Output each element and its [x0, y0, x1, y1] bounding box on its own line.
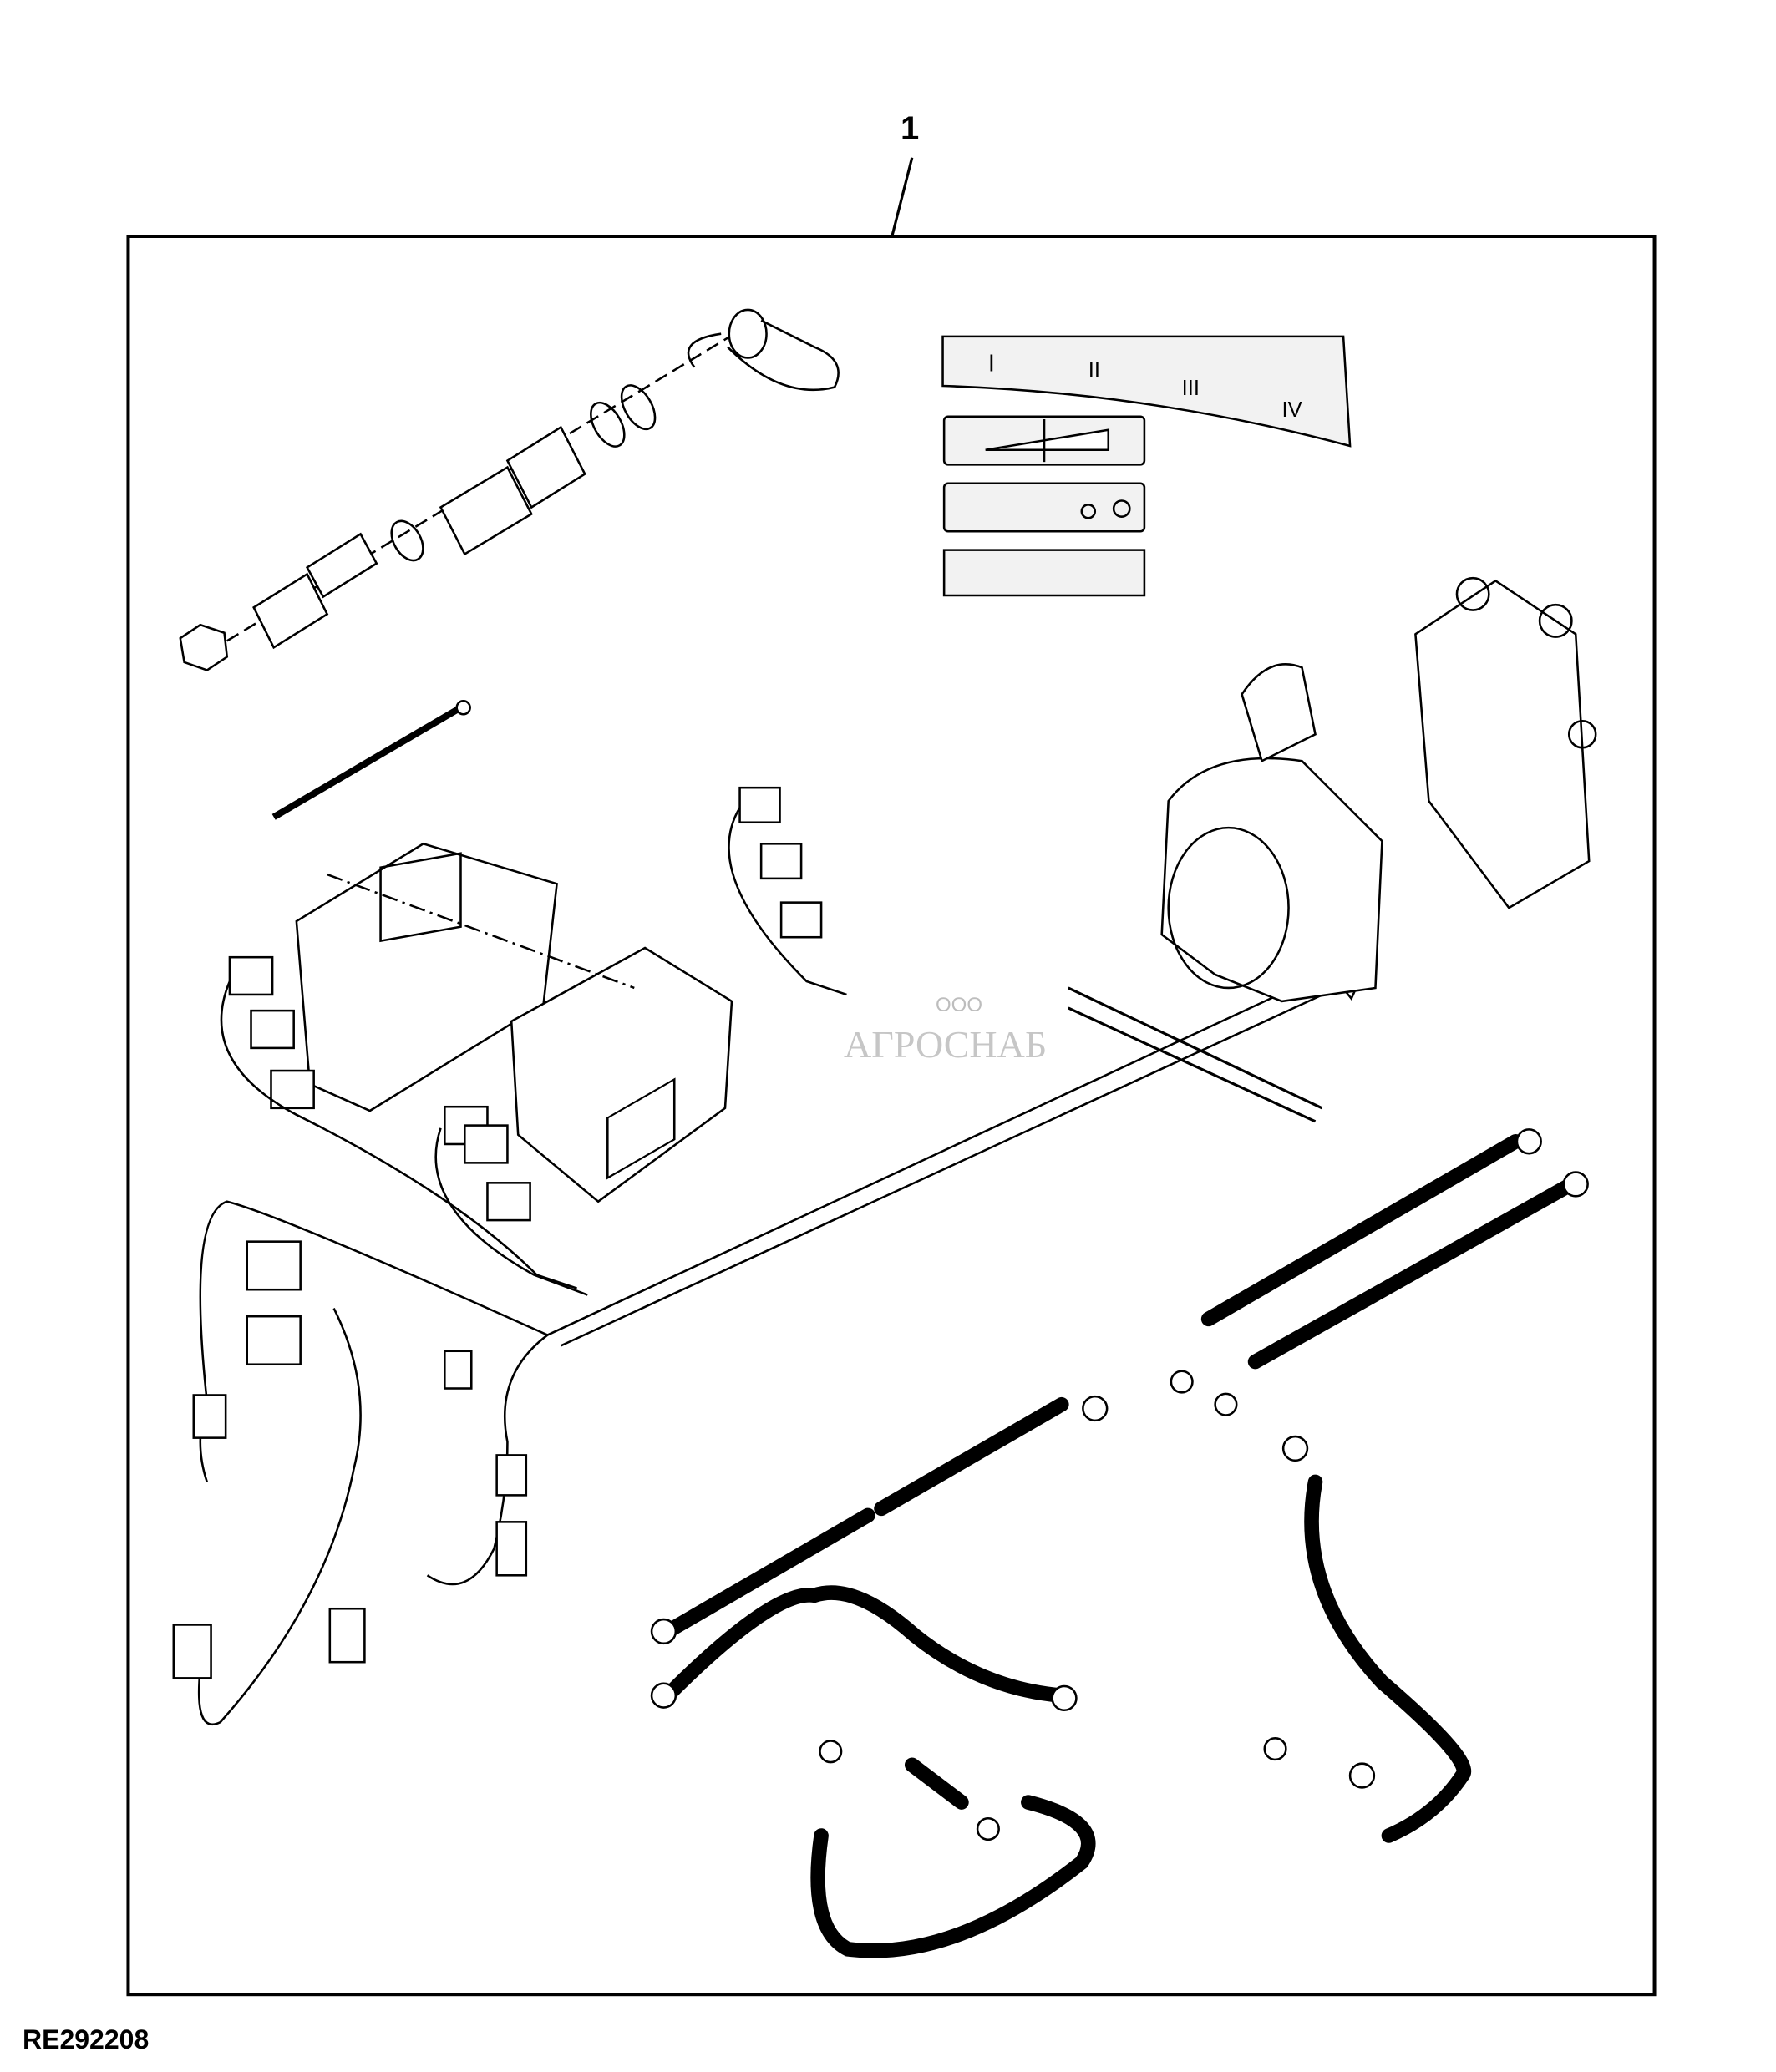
- figure-id: RE292208: [23, 2024, 150, 2054]
- decal-numeral-2: II: [1088, 358, 1100, 382]
- callout-leader: [891, 157, 914, 237]
- decal-numeral-1: I: [988, 350, 995, 377]
- kit-frame: [126, 235, 1657, 1997]
- callout-number: 1: [901, 110, 920, 147]
- bolt: [271, 699, 471, 820]
- decal-set: I II III IV: [941, 335, 1352, 597]
- watermark-prefix: ООО: [936, 994, 983, 1016]
- joystick-control: [1160, 663, 1383, 1003]
- hydraulic-hoses: [660, 1133, 1577, 1958]
- quick-coupler-assembly: [179, 308, 840, 671]
- controller-units: [295, 842, 733, 1203]
- decal-numeral-3: III: [1182, 377, 1200, 400]
- hydraulic-valve: [1414, 576, 1597, 909]
- hose-fittings: [650, 1128, 1589, 1841]
- decal-numeral-4: IV: [1282, 398, 1302, 422]
- watermark-logo: ООО АГРОСНАБ: [802, 985, 1047, 1102]
- watermark-name: АГРОСНАБ: [844, 1023, 1048, 1066]
